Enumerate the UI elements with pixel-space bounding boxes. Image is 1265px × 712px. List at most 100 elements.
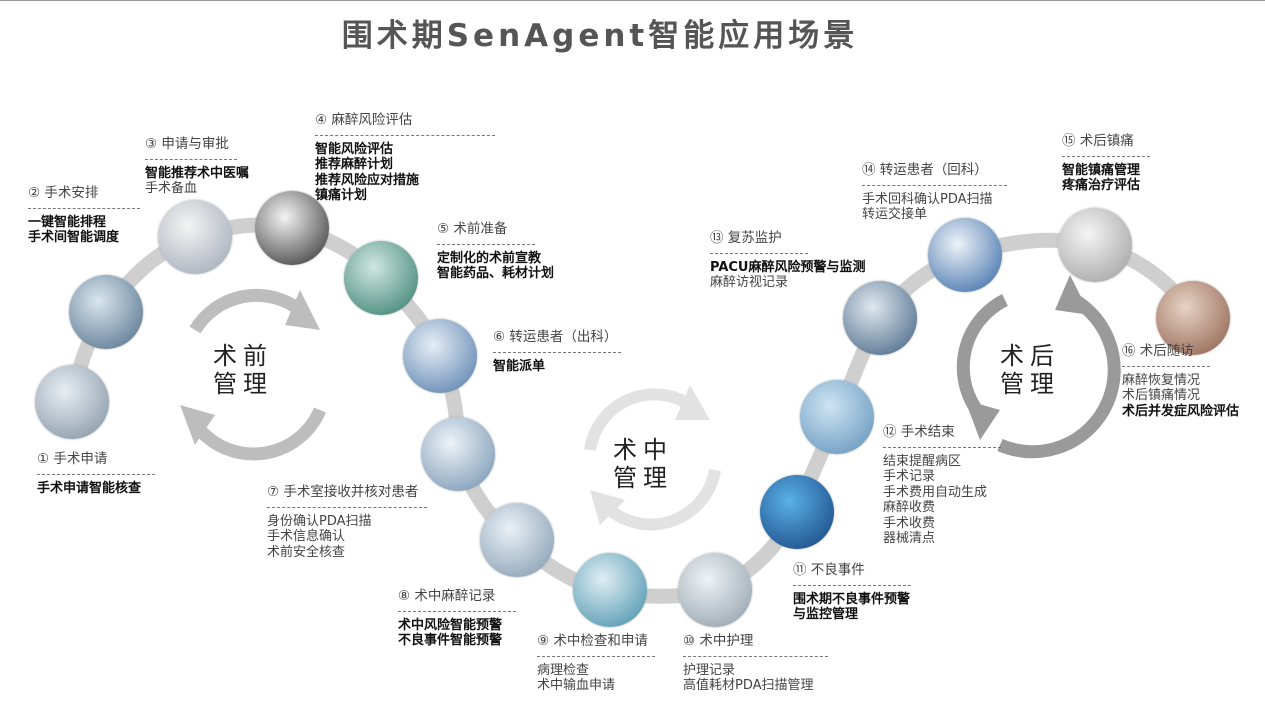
dashed-divider	[315, 134, 495, 136]
cycle-arrows-mid	[584, 385, 721, 531]
step-feature: 镇痛计划	[315, 188, 368, 203]
dashed-divider	[37, 473, 155, 475]
track-path	[64, 217, 1201, 604]
step-10: ⑩ 术中护理护理记录高值耗材PDA扫描管理	[683, 633, 828, 694]
dashed-divider	[145, 158, 237, 160]
dashed-divider	[710, 252, 808, 254]
step-photo-15	[1058, 208, 1132, 282]
phase-mid-line2: 管理	[613, 464, 673, 492]
step-feature: 结束提醒病区	[883, 453, 962, 469]
step-feature: 手术备血	[145, 181, 198, 196]
step-11: ⑪ 不良事件围术期不良事件预警与监控管理	[793, 562, 911, 623]
step-title: ⑯ 术后随访	[1122, 343, 1194, 359]
dashed-divider	[1062, 155, 1150, 157]
step-title: ⑩ 术中护理	[683, 633, 754, 649]
step-title: ⑥ 转运患者（出科）	[493, 329, 618, 345]
step-feature: 手术记录	[883, 469, 936, 484]
cycle-arrows-post	[956, 275, 1121, 459]
step-photo-5	[344, 241, 418, 315]
phase-post-line2: 管理	[1000, 370, 1060, 398]
step-photo-4	[255, 191, 329, 265]
step-title: ⑭ 转运患者（回科）	[862, 162, 988, 178]
step-feature: 术中风险智能预警	[398, 617, 503, 633]
dashed-divider	[1122, 365, 1210, 367]
step-photo-13	[843, 281, 917, 355]
page-title: 围术期SenAgent智能应用场景	[341, 18, 859, 54]
step-photo-3	[158, 200, 232, 274]
step-title: ⑧ 术中麻醉记录	[398, 588, 496, 604]
dashed-divider	[793, 584, 911, 586]
step-title: ⑮ 术后镇痛	[1062, 133, 1134, 149]
dashed-divider	[683, 655, 828, 657]
step-3: ③ 申请与审批智能推荐术中医嘱手术备血	[145, 136, 250, 197]
step-7: ⑦ 手术室接收并核对患者身份确认PDA扫描手术信息确认术前安全核查	[267, 484, 427, 560]
step-title: ④ 麻醉风险评估	[315, 112, 413, 128]
step-feature: 智能镇痛管理	[1062, 162, 1141, 178]
step-feature: 术后并发症风险评估	[1122, 403, 1240, 419]
step-feature: 高值耗材PDA扫描管理	[683, 678, 814, 693]
step-feature: 器械清点	[883, 531, 936, 546]
step-title: ⑫ 手术结束	[883, 424, 955, 440]
step-feature: 病理检查	[537, 662, 590, 678]
step-title: ⑦ 手术室接收并核对患者	[267, 484, 419, 500]
step-title: ① 手术申请	[37, 451, 108, 467]
phase-label-mid: 术中 管理	[613, 436, 673, 492]
step-feature: 术中输血申请	[537, 678, 616, 693]
step-feature: 身份确认PDA扫描	[267, 513, 372, 529]
phase-post-line1: 术后	[1000, 342, 1060, 370]
step-photo-12	[800, 380, 874, 454]
step-feature: 手术回科确认PDA扫描	[862, 191, 993, 207]
step-feature: 麻醉收费	[883, 500, 936, 515]
step-feature: 疼痛治疗评估	[1062, 178, 1141, 193]
dashed-divider	[398, 610, 516, 612]
step-feature: 围术期不良事件预警	[793, 591, 911, 607]
step-feature: 手术收费	[883, 515, 936, 531]
step-feature: 一键智能排程	[28, 214, 107, 230]
step-16: ⑯ 术后随访麻醉恢复情况术后镇痛情况术后并发症风险评估	[1122, 343, 1240, 419]
step-feature: 护理记录	[683, 662, 736, 678]
phase-pre-line2: 管理	[213, 370, 273, 398]
dashed-divider	[28, 207, 140, 209]
step-feature: 手术信息确认	[267, 529, 346, 544]
step-title: ⑬ 复苏监护	[710, 230, 782, 246]
step-feature: PACU麻醉风险预警与监测	[710, 259, 866, 275]
step-2: ② 手术安排一键智能排程手术间智能调度	[28, 185, 140, 246]
step-feature: 定制化的术前宣教	[437, 250, 542, 266]
step-15: ⑮ 术后镇痛智能镇痛管理疼痛治疗评估	[1062, 133, 1150, 194]
step-photo-2	[69, 275, 143, 349]
cycle-arrows-pre	[180, 288, 326, 461]
step-title: ⑨ 术中检查和申请	[537, 633, 648, 649]
step-feature: 与监控管理	[793, 607, 859, 622]
step-feature: 术后镇痛情况	[1122, 388, 1201, 403]
step-feature: 手术申请智能核查	[37, 480, 142, 496]
step-9: ⑨ 术中检查和申请病理检查术中输血申请	[537, 633, 655, 694]
step-1: ① 手术申请手术申请智能核查	[37, 451, 155, 496]
step-photo-7	[421, 417, 495, 491]
dashed-divider	[437, 243, 535, 245]
top-border	[0, 0, 1265, 1]
step-photo-16	[1156, 281, 1230, 355]
step-feature: 手术费用自动生成	[883, 484, 988, 500]
step-feature: 术前安全核查	[267, 544, 346, 560]
step-feature: 推荐麻醉计划	[315, 157, 394, 172]
dashed-divider	[267, 506, 427, 508]
step-feature: 手术间智能调度	[28, 230, 120, 245]
step-feature: 智能药品、耗材计划	[437, 266, 555, 281]
step-feature: 智能派单	[493, 358, 546, 374]
step-photo-14	[928, 218, 1002, 292]
step-feature: 智能推荐术中医嘱	[145, 165, 250, 181]
step-feature: 麻醉恢复情况	[1122, 372, 1201, 388]
step-photo-10	[678, 553, 752, 627]
step-8: ⑧ 术中麻醉记录术中风险智能预警不良事件智能预警	[398, 588, 516, 649]
step-6: ⑥ 转运患者（出科） 智能派单	[493, 329, 621, 374]
phase-pre-line1: 术前	[213, 342, 273, 370]
step-feature: 推荐风险应对措施	[315, 172, 420, 188]
dashed-divider	[883, 446, 1001, 448]
step-photo-6	[403, 319, 477, 393]
step-4: ④ 麻醉风险评估智能风险评估推荐麻醉计划推荐风险应对措施镇痛计划	[315, 112, 495, 204]
step-title: ③ 申请与审批	[145, 136, 229, 152]
step-photo-11	[760, 475, 834, 549]
step-feature: 转运交接单	[862, 207, 928, 222]
phase-label-pre: 术前 管理	[213, 342, 273, 398]
